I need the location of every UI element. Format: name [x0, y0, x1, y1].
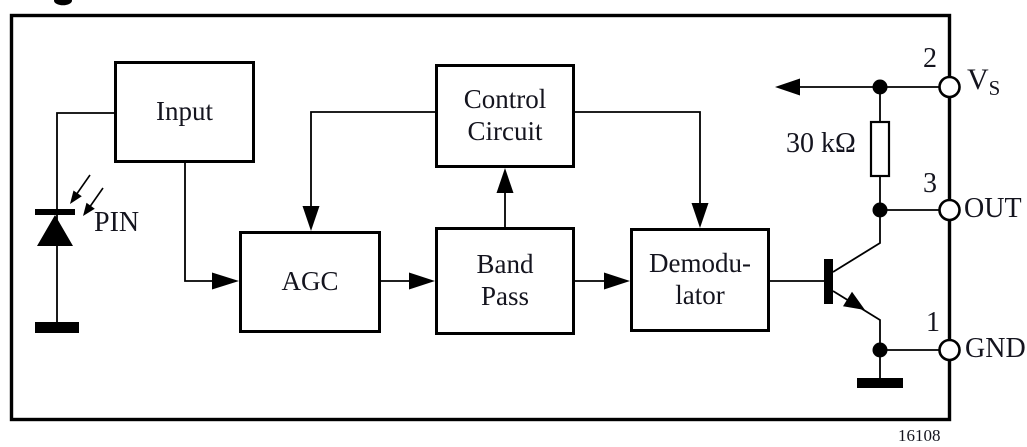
arrow-agc-to-bandpass — [409, 272, 435, 290]
ground-icon-photodiode — [35, 322, 79, 333]
wire-input-to-agc — [184, 163, 214, 282]
arrow-bandpass-to-control — [496, 168, 514, 193]
photodiode-label: PIN — [94, 207, 140, 238]
pin-terminals — [938, 75, 961, 362]
block-input: Input — [114, 61, 255, 163]
photodiode-cathode-bar — [35, 209, 75, 215]
junction-dot-gnd — [872, 342, 888, 358]
pin-2-name-main: V — [967, 63, 989, 96]
figure-number: 16108 — [898, 426, 941, 445]
junction-dot-out — [872, 202, 888, 218]
ground-icon-emitter — [857, 378, 903, 388]
pin-terminal-gnd — [938, 338, 961, 362]
arrowheads — [70, 78, 865, 310]
block-demod-line2: lator — [675, 280, 725, 310]
pin-3-number: 3 — [923, 168, 937, 199]
junction-dot-vs — [872, 79, 888, 95]
block-agc: AGC — [239, 231, 381, 333]
arrow-emitter — [843, 291, 865, 310]
arrow-input-to-agc — [212, 272, 239, 290]
pin-2-name-subscript: S — [988, 76, 1001, 100]
resistor-icon — [869, 120, 891, 178]
light-ray-2 — [88, 187, 104, 209]
block-input-label: Input — [156, 96, 213, 127]
arrow-light-ray-1 — [70, 190, 82, 204]
block-demod-line1: Demodu- — [649, 248, 751, 279]
pin-terminal-out — [938, 198, 961, 222]
cropped-text-fragment — [54, 0, 72, 6]
npn-transistor-icon — [824, 259, 833, 304]
junction-dots — [872, 79, 888, 358]
wire-control-to-agc — [310, 111, 435, 208]
block-band-line1: Band — [476, 249, 534, 280]
arrow-control-to-demodulator — [691, 203, 709, 228]
resistor-value-label: 30 kΩ — [786, 128, 856, 159]
photodiode-icon — [35, 209, 75, 246]
block-agc-label: AGC — [281, 266, 339, 297]
block-demodulator: Demodu- lator — [630, 228, 770, 332]
wire-photodiode-to-input — [56, 112, 114, 209]
pin-1-number: 1 — [926, 307, 940, 338]
pin-2-number: 2 — [923, 43, 937, 74]
block-control-line1: Control — [463, 84, 547, 115]
block-control-line2: Circuit — [467, 116, 543, 146]
arrow-bandpass-to-demodulator — [604, 272, 630, 290]
arrow-vs-rail-left — [775, 78, 800, 96]
pin-terminal-vs — [938, 75, 961, 99]
photodiode-anode-triangle — [37, 215, 73, 246]
wire-control-to-demodulator — [575, 111, 701, 205]
arrow-light-ray-2 — [83, 202, 95, 216]
light-ray-1 — [75, 174, 91, 196]
block-control-circuit: Control Circuit — [435, 64, 575, 168]
pin-2-name: VS — [967, 63, 1000, 101]
block-band-line2: Pass — [480, 281, 529, 311]
block-band-pass: Band Pass — [435, 227, 575, 335]
pin-1-name: GND — [965, 333, 1026, 364]
arrow-control-to-agc — [302, 206, 320, 231]
pin-3-name: OUT — [964, 193, 1022, 224]
wire-collector — [832, 176, 881, 273]
